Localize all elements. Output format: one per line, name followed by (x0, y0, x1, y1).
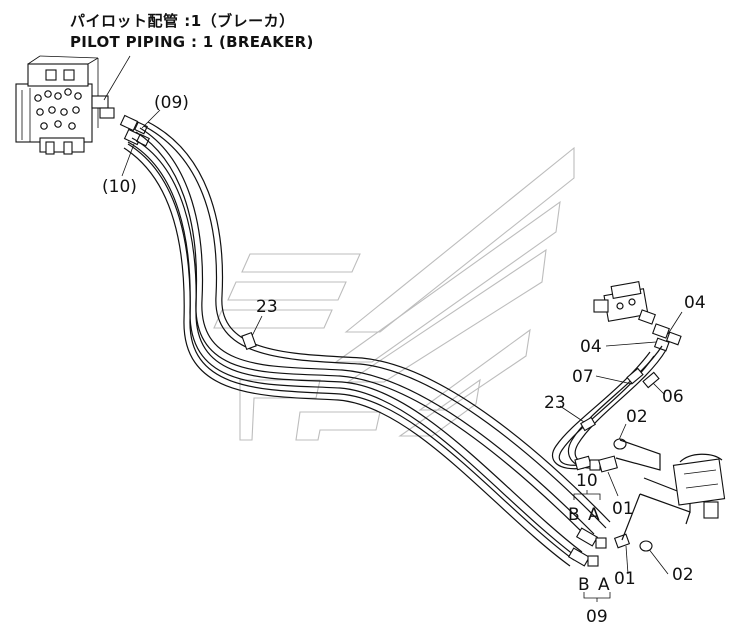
callout-23-mid: 23 (256, 297, 278, 317)
pedal-valve (615, 439, 726, 541)
callout-10-group: 10 (576, 471, 598, 491)
title-japanese: パイロット配管 :1（ブレーカ） (70, 12, 295, 30)
callout-09-A: A (598, 575, 610, 595)
hose-end-fittings (567, 527, 653, 567)
callout-04-a: 04 (684, 293, 706, 313)
pilot-valve (593, 281, 682, 352)
callout-23-right: 23 (544, 393, 566, 413)
callout-10-top: (10) (102, 177, 137, 197)
short-hoses (551, 345, 667, 470)
callouts: (09) (10) 23 04 04 07 06 23 02 10 B A 01… (102, 93, 706, 627)
title-english: PILOT PIPING : 1 (BREAKER) (70, 33, 314, 51)
clamp-23 (241, 332, 257, 350)
control-valve (15, 55, 115, 155)
callout-07: 07 (572, 367, 594, 387)
callout-10-A: A (588, 505, 600, 525)
callout-09-B: B (578, 575, 590, 595)
pilot-hoses (123, 121, 611, 567)
group-brackets (573, 490, 611, 602)
callout-02-a: 02 (626, 407, 648, 427)
callout-01-b: 01 (614, 569, 636, 589)
watermark-logo (213, 146, 575, 441)
pedal-fittings (574, 438, 627, 473)
callout-09-group: 09 (586, 607, 608, 627)
callout-04-b: 04 (580, 337, 602, 357)
callout-01-a: 01 (612, 499, 634, 519)
callout-09-top: (09) (154, 93, 189, 113)
callout-02-b: 02 (672, 565, 694, 585)
callout-10-B: B (568, 505, 580, 525)
callout-06: 06 (662, 387, 684, 407)
